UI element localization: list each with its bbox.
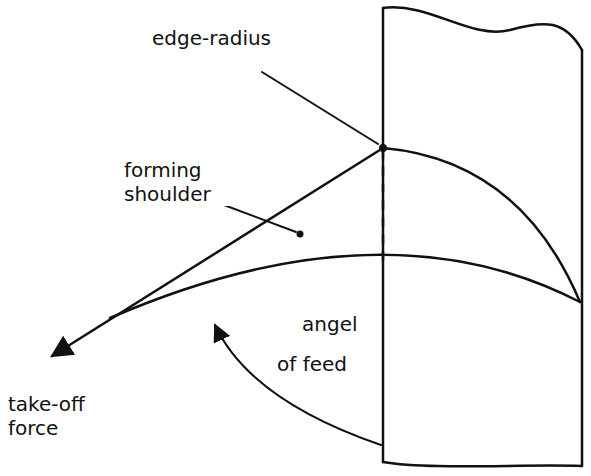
label-text: edge-radius <box>150 26 273 50</box>
tube-break <box>383 7 582 50</box>
leader-dot <box>379 144 387 152</box>
shoulder-edge <box>383 148 580 302</box>
tube-bottom <box>383 462 582 466</box>
leader-line <box>262 72 378 144</box>
angle-arc <box>215 325 381 445</box>
leader-dot <box>297 231 304 238</box>
shoulder-edge <box>110 255 580 318</box>
take-off-arrow <box>52 148 383 356</box>
tube-wall <box>581 50 584 466</box>
hidden-line <box>382 150 385 262</box>
label-text: forming shoulder <box>122 158 236 206</box>
label-text: of feed <box>275 352 349 376</box>
tube-wall <box>382 8 385 462</box>
label-text: take-off force <box>6 392 110 440</box>
leader-line <box>224 205 296 232</box>
label-text: angel <box>300 312 360 336</box>
